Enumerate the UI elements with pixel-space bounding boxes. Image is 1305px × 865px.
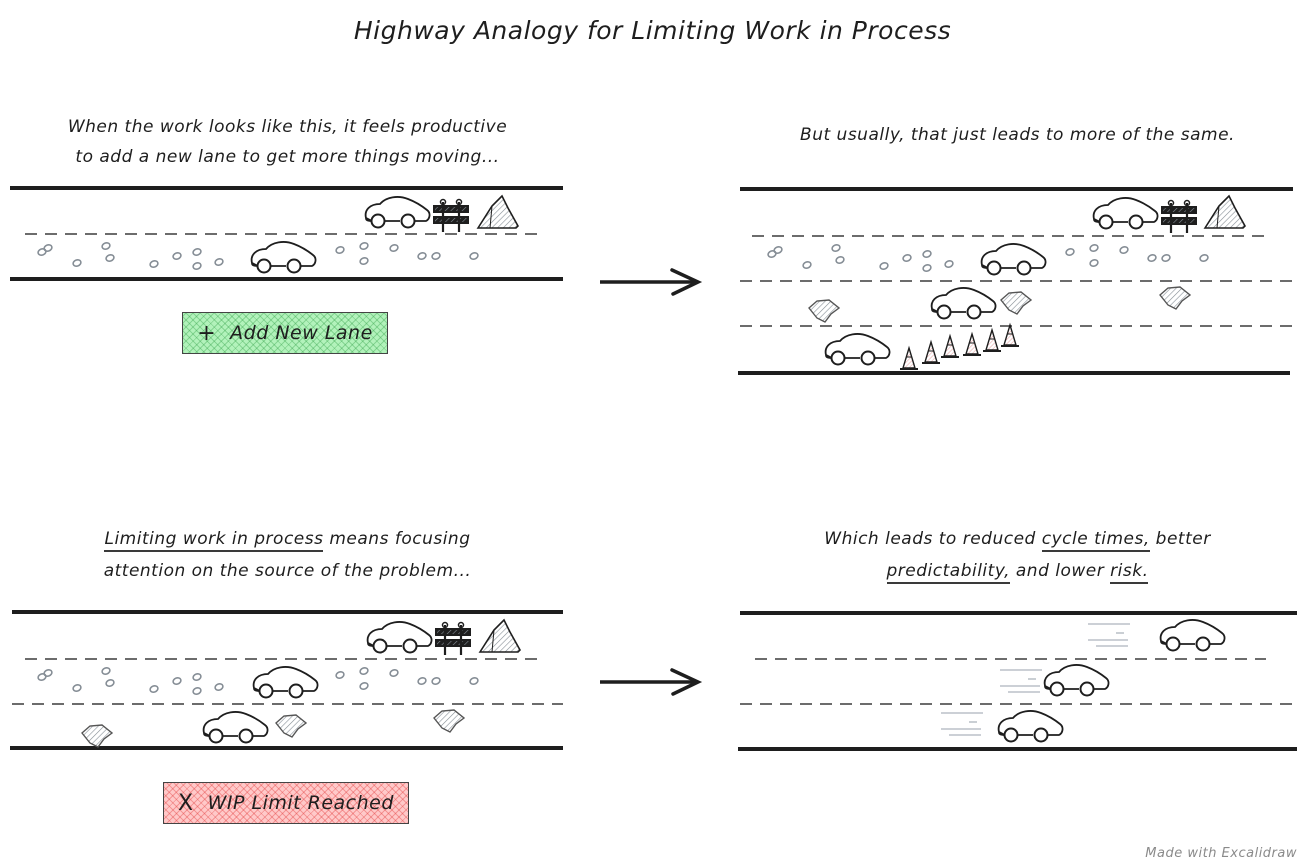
caption-text: Which leads to reduced: [824, 529, 1042, 549]
speed-lines-icon: [1087, 623, 1131, 647]
road-bottom-right: [738, 611, 1297, 751]
car-icon: [1043, 663, 1110, 697]
road-top-right: [738, 187, 1293, 375]
pothole-icon: [433, 709, 465, 733]
diagram-title: Highway Analogy for Limiting Work in Pro…: [353, 16, 952, 45]
traffic-cone-icon: [982, 329, 1002, 352]
rock-icon: [477, 195, 519, 229]
traffic-cone-icon: [899, 347, 919, 370]
car-icon: [364, 195, 431, 229]
caption-bottom-left-underlined: Limiting work in process: [104, 529, 324, 552]
underline-cycle-times: cycle times,: [1041, 529, 1150, 552]
roadblock-icon: [431, 198, 471, 234]
car-icon: [252, 665, 319, 699]
made-with-excalidraw-watermark: Made with Excalidraw: [1145, 846, 1297, 861]
roadblock-icon: [1159, 199, 1199, 235]
road-bottom-left: [10, 610, 563, 750]
underline-predictability: predictability,: [886, 561, 1010, 584]
roadblock-icon: [433, 621, 473, 657]
arrow-icon: [600, 268, 703, 296]
x-icon: X: [178, 790, 194, 816]
wip-limit-reached-button[interactable]: X WIP Limit Reached: [163, 782, 409, 824]
caption-top-left: When the work looks like this, it feels …: [10, 110, 565, 174]
pothole-icon: [1159, 286, 1191, 310]
add-new-lane-button[interactable]: + Add New Lane: [182, 312, 388, 354]
caption-text: and lower: [1009, 561, 1111, 581]
speed-lines-icon: [999, 669, 1043, 693]
car-icon: [930, 286, 997, 320]
speed-lines-icon: [940, 712, 984, 736]
traffic-cone-icon: [940, 335, 960, 358]
traffic-cone-icon: [921, 341, 941, 364]
pothole-icon: [81, 724, 113, 748]
caption-bottom-left: Limiting work in process means focusing …: [10, 522, 565, 588]
pothole-icon: [1000, 291, 1032, 315]
pothole-icon: [808, 299, 840, 323]
road-top-left: [10, 186, 563, 281]
traffic-cone-icon: [962, 333, 982, 356]
add-new-lane-label: Add New Lane: [230, 322, 373, 344]
caption-text: better: [1149, 529, 1211, 549]
underline-risk: risk.: [1110, 561, 1149, 584]
caption-top-left-line1: When the work looks like this, it feels …: [67, 117, 508, 137]
car-icon: [997, 709, 1064, 743]
car-icon: [1092, 196, 1159, 230]
car-icon: [824, 332, 891, 366]
plus-icon: +: [197, 320, 217, 346]
rock-icon: [479, 619, 521, 653]
caption-bottom-left-rest: means focusing: [323, 529, 471, 549]
rock-icon: [1204, 195, 1246, 229]
car-icon: [366, 620, 433, 654]
caption-bottom-left-line2: attention on the source of the problem..…: [103, 561, 472, 581]
caption-bottom-right: Which leads to reduced cycle times, bett…: [740, 522, 1295, 588]
car-icon: [980, 242, 1047, 276]
caption-top-right: But usually, that just leads to more of …: [740, 118, 1295, 152]
caption-top-right-line1: But usually, that just leads to more of …: [800, 125, 1235, 145]
car-icon: [1159, 618, 1226, 652]
pothole-icon: [275, 714, 307, 738]
arrow-icon: [600, 668, 703, 696]
car-icon: [202, 710, 269, 744]
wip-limit-reached-label: WIP Limit Reached: [207, 792, 394, 814]
car-icon: [250, 240, 317, 274]
traffic-cone-icon: [1000, 324, 1020, 347]
caption-top-left-line2: to add a new lane to get more things mov…: [75, 147, 500, 167]
